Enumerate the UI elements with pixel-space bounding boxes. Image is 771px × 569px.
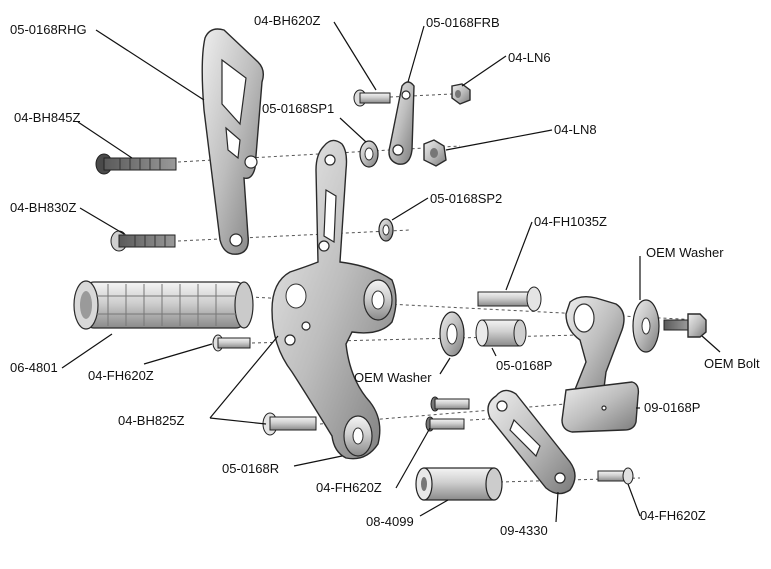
- pivot-arm-09-0168p: [561, 295, 640, 433]
- label-bh620z: 04-BH620Z: [254, 13, 321, 28]
- label-bh845z: 04-BH845Z: [14, 110, 81, 125]
- bolt-bh825z: [262, 412, 317, 436]
- link-4330-part: [487, 389, 576, 495]
- nut-ln6: [451, 83, 471, 105]
- label-sp2: 05-0168SP2: [430, 191, 502, 206]
- bracket-frb-part: [388, 81, 415, 165]
- label-r0168: 05-0168R: [222, 461, 279, 476]
- oem-washer-mid-part: [439, 311, 465, 357]
- label-spacer: 08-4099: [366, 514, 414, 529]
- label-fh620z-right: 04-FH620Z: [640, 508, 706, 523]
- spacer-sp1: [359, 140, 379, 168]
- label-peg: 06-4801: [10, 360, 58, 375]
- label-fh1035z: 04-FH1035Z: [534, 214, 607, 229]
- bolt-fh1035z: [477, 286, 542, 312]
- leader-lines: [61, 21, 721, 523]
- nut-ln8: [423, 139, 447, 167]
- bolts-fh620z-mid: [425, 396, 470, 432]
- label-frb: 05-0168FRB: [426, 15, 500, 30]
- oem-bolt-part: [663, 313, 707, 338]
- pivot-0168p: [475, 319, 527, 347]
- label-oem-washer-right: OEM Washer: [646, 245, 724, 260]
- heel-guard-part: [201, 28, 265, 255]
- oem-washer-right-part: [632, 299, 660, 353]
- label-link4330: 09-4330: [500, 523, 548, 538]
- label-bh830z: 04-BH830Z: [10, 200, 77, 215]
- bolt-bh830z: [110, 230, 176, 252]
- spacer-4099-part: [415, 467, 503, 501]
- rearset-plate-part: [271, 139, 397, 460]
- label-oem-bolt: OEM Bolt: [704, 356, 760, 371]
- label-p09-0168: 09-0168P: [644, 400, 700, 415]
- bolt-fh620z-right: [597, 467, 634, 485]
- label-bh825z: 04-BH825Z: [118, 413, 185, 428]
- label-ln8: 04-LN8: [554, 122, 597, 137]
- label-ln6: 04-LN6: [508, 50, 551, 65]
- label-oem-washer-mid: OEM Washer: [354, 370, 432, 385]
- spacer-sp2: [378, 218, 394, 242]
- label-p0168: 05-0168P: [496, 358, 552, 373]
- part-labels: 05-0168RHG 04-BH620Z 05-0168FRB 04-LN6 0…: [10, 13, 760, 538]
- bolt-fh620z-left: [212, 334, 251, 352]
- label-rhg: 05-0168RHG: [10, 22, 87, 37]
- label-sp1: 05-0168SP1: [262, 101, 334, 116]
- foot-peg-part: [73, 280, 254, 330]
- label-fh620z-mid: 04-FH620Z: [316, 480, 382, 495]
- bolt-bh845z: [95, 153, 177, 175]
- bolt-bh620z: [353, 89, 391, 107]
- label-fh620z-left: 04-FH620Z: [88, 368, 154, 383]
